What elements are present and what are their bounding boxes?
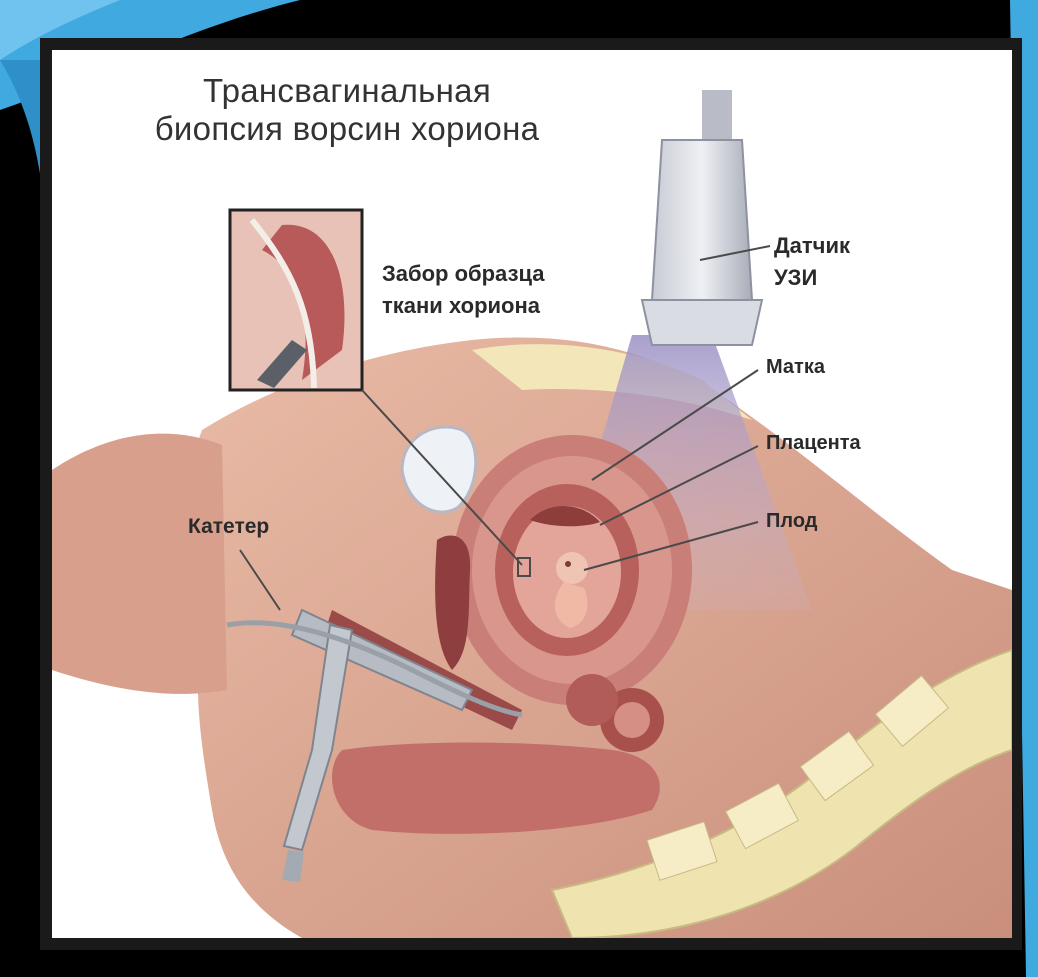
fetus-illustration: [555, 552, 588, 628]
label-sample-line-2: ткани хориона: [382, 290, 545, 322]
anatomy-illustration: [52, 50, 1012, 938]
label-sample-line-1: Забор образца: [382, 258, 545, 290]
label-ultrasound-probe: Датчик УЗИ: [774, 230, 850, 294]
label-uterus: Матка: [766, 356, 825, 379]
label-probe-line-2: УЗИ: [774, 262, 850, 294]
title-line-2: биопсия ворсин хориона: [52, 110, 642, 148]
ultrasound-probe-illustration: [642, 90, 762, 345]
label-catheter: Катетер: [188, 515, 269, 539]
diagram-panel: Трансвагинальная биопсия ворсин хориона …: [52, 50, 1012, 938]
magnified-inset: [230, 210, 362, 390]
diagram-title: Трансвагинальная биопсия ворсин хориона: [52, 72, 642, 148]
bladder-illustration: [402, 427, 476, 512]
label-fetus: Плод: [766, 510, 817, 533]
label-placenta: Плацента: [766, 432, 861, 455]
title-line-1: Трансвагинальная: [52, 72, 642, 110]
label-probe-line-1: Датчик: [774, 230, 850, 262]
label-chorion-sample: Забор образца ткани хориона: [382, 258, 545, 322]
